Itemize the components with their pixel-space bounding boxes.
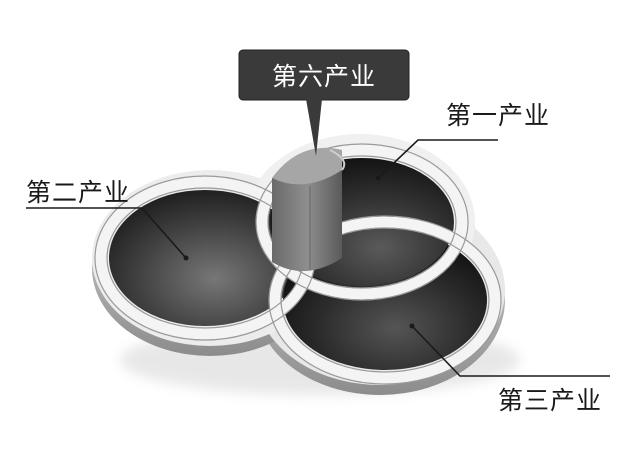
- label-sixth-industry: 第六产业: [271, 62, 376, 91]
- ring-edges: [94, 143, 502, 385]
- leader-first: [377, 139, 498, 179]
- leader-lines: [26, 139, 610, 377]
- ring-outlines: [95, 144, 501, 384]
- leader-dots: [183, 175, 415, 329]
- callout-box: [238, 49, 410, 156]
- leader-second: [26, 207, 187, 259]
- label-first-industry: 第一产业: [446, 101, 551, 130]
- leader-third: [411, 325, 610, 377]
- label-third-industry: 第三产业: [498, 386, 603, 415]
- label-second-industry: 第二产业: [26, 178, 131, 207]
- center-pillar: [272, 147, 346, 272]
